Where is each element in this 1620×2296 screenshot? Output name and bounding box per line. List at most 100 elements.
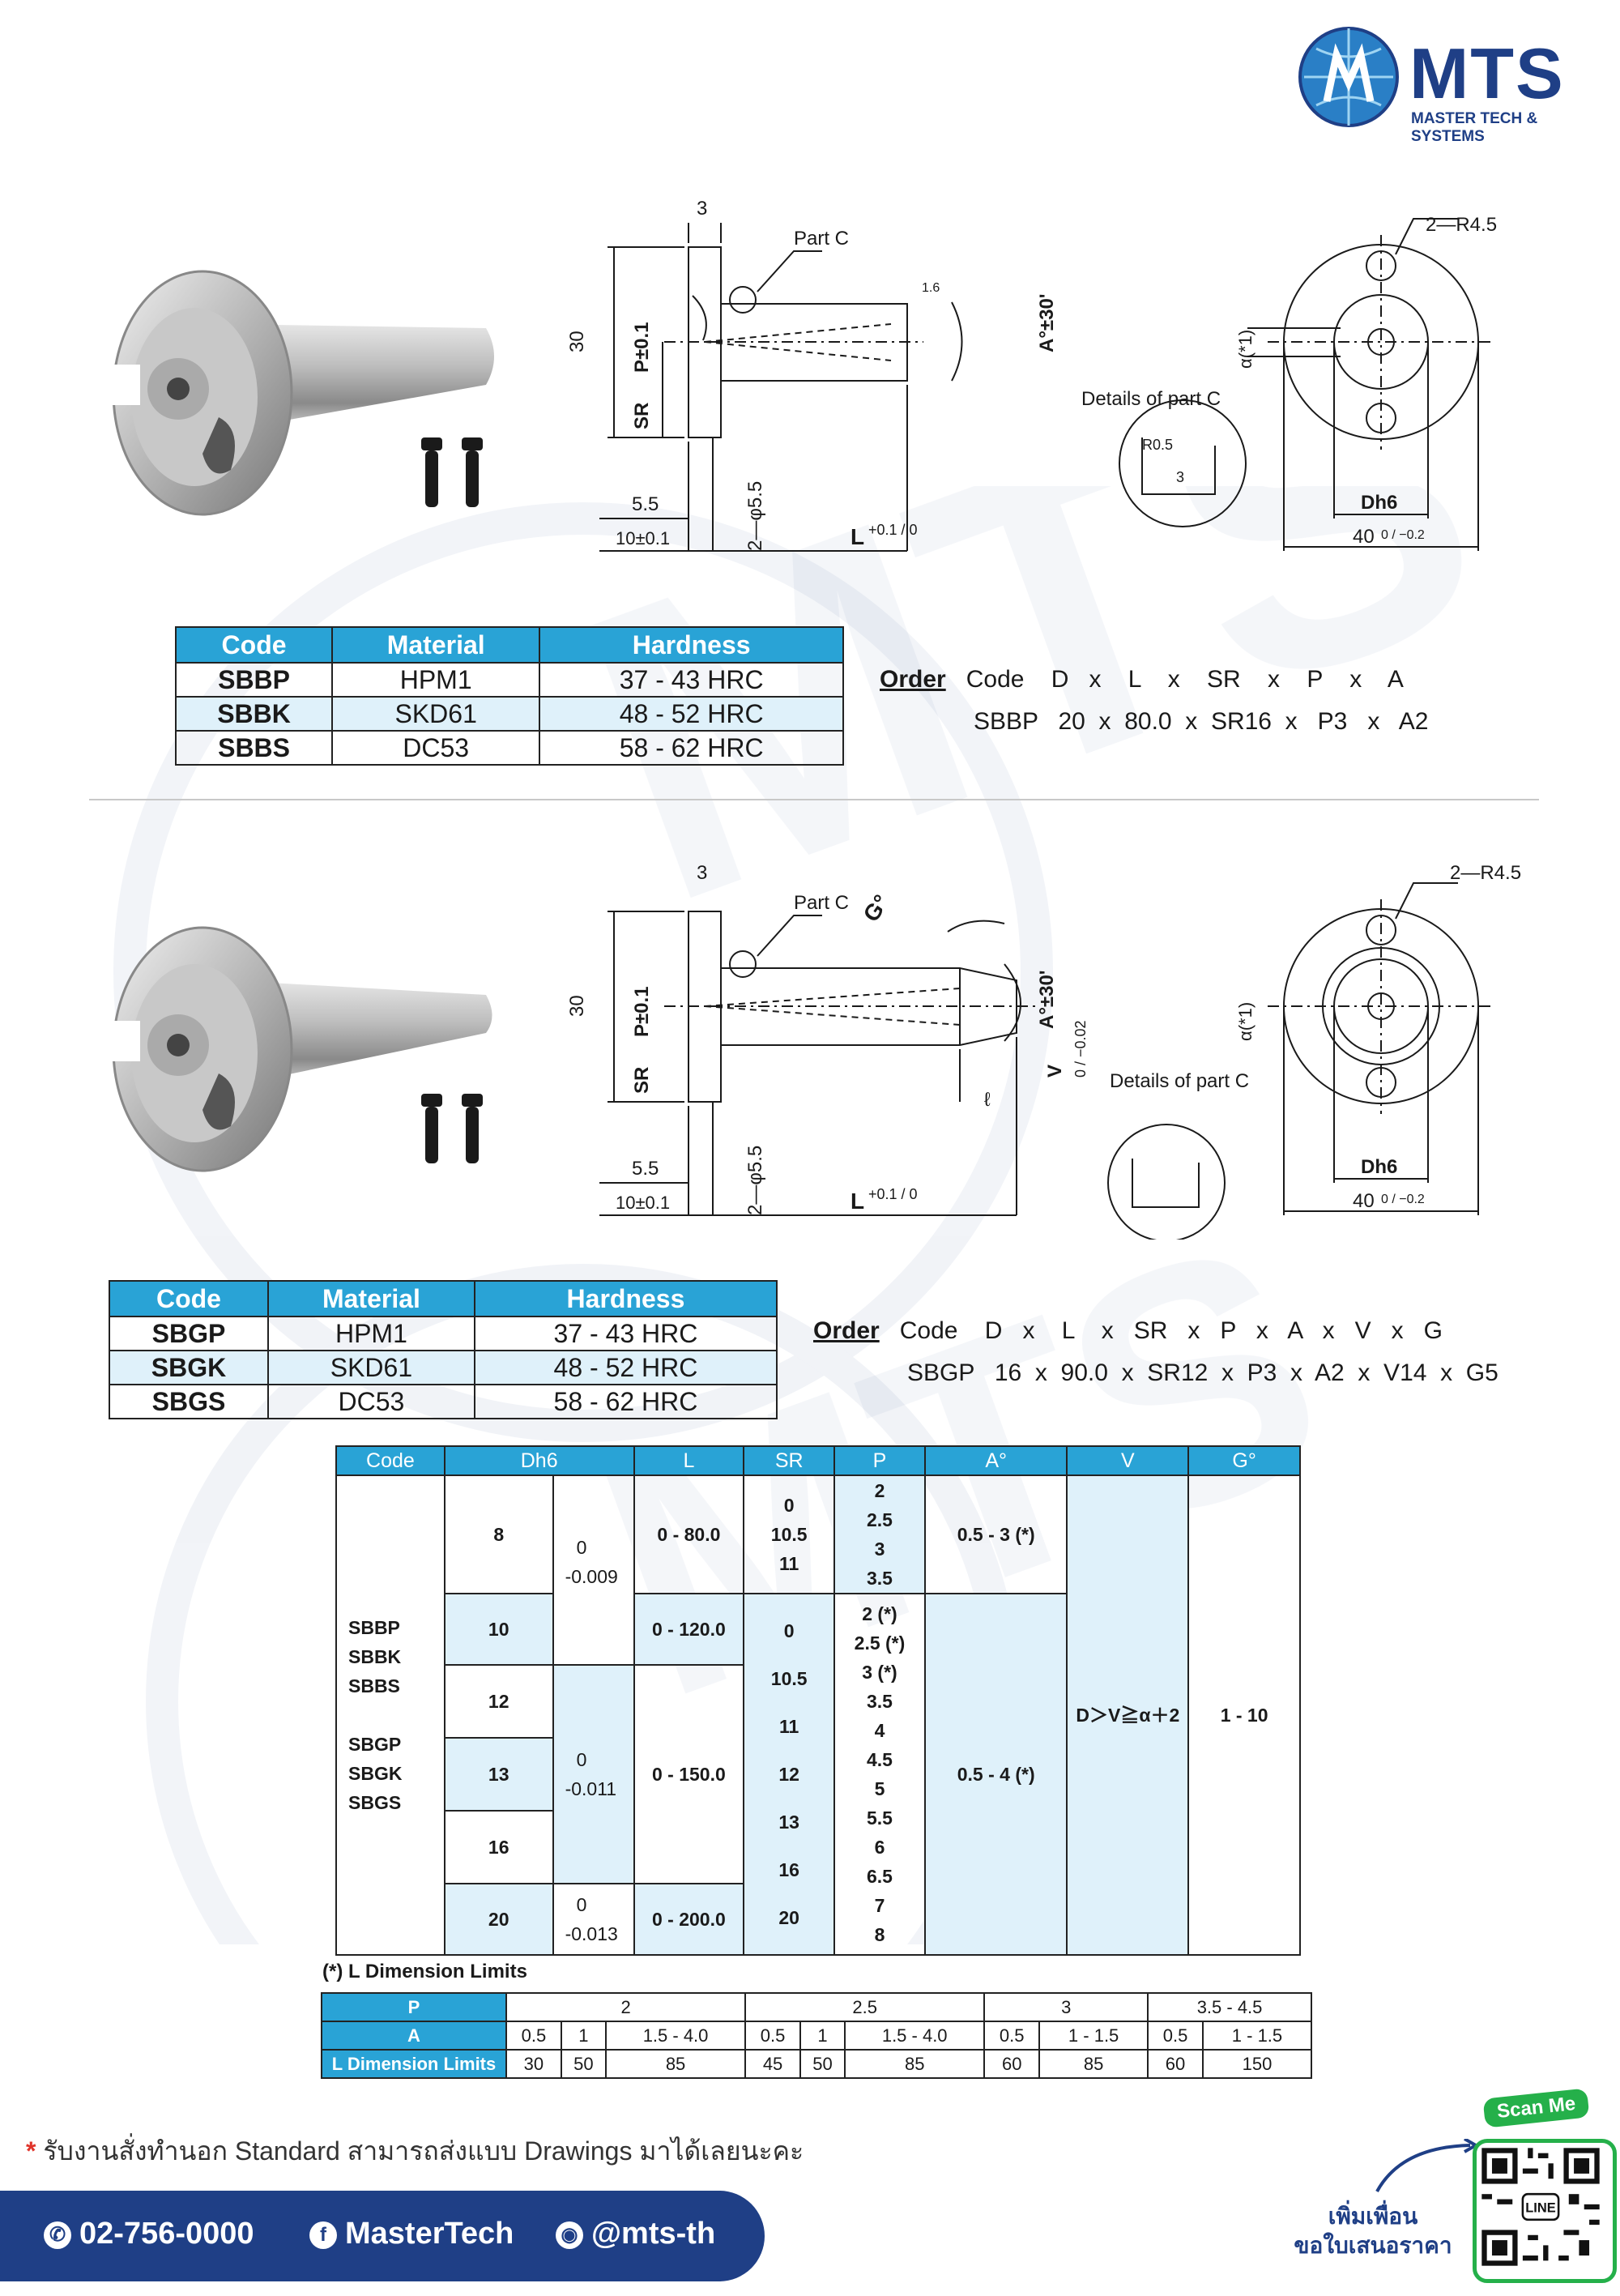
dim-10: 10±0.1 (616, 528, 670, 548)
qr-label: LINE (1525, 2200, 1555, 2215)
p-list: 2 2.5 3 3.5 (833, 1474, 926, 1594)
p-value: 2.5 (744, 1992, 986, 2022)
add-friend-line1: เพิ่มเพื่อน (1328, 2204, 1418, 2229)
product-photo-sbbp (100, 270, 494, 516)
order-sample: SBGP 16 x 90.0 x SR12 x P3 x A2 x V14 x … (907, 1359, 1498, 1386)
dim-30: 30 (566, 331, 588, 352)
dim-40-tol: 0 / −0.2 (1381, 528, 1425, 542)
col-code: Code (335, 1445, 446, 1476)
d-value: 8 (443, 1474, 554, 1594)
table-cell: 37 - 43 HRC (539, 662, 844, 698)
l-value: 45 (744, 2049, 801, 2079)
table-cell: SBGK (109, 1350, 269, 1385)
label-sr: SR (631, 1067, 653, 1094)
l-value: 85 (1038, 2049, 1149, 2079)
p-item: 3 (*) (862, 1662, 897, 1683)
l-range: 0 - 200.0 (633, 1883, 745, 1956)
tol-lower: -0.011 (565, 1778, 617, 1799)
a-value: 0.5 (1147, 2021, 1204, 2051)
brand-logo: MTS MASTER TECH & SYSTEMS (1296, 24, 1596, 145)
note-text: รับงานสั่งทำนอก Standard สามารถส่งแบบ Dr… (43, 2136, 804, 2166)
p-item: 2.5 (*) (854, 1632, 906, 1654)
facebook-icon: f (309, 2221, 337, 2249)
dim-r45: 2—R4.5 (1426, 214, 1497, 236)
code-item: SBGS (348, 1792, 402, 1813)
roughness: 1.6 (922, 281, 940, 295)
sr-list: 0 10.5 11 12 13 16 20 (743, 1593, 836, 1956)
dim-5-5: 5.5 (632, 1158, 659, 1180)
table-cell: SKD61 (266, 1350, 475, 1385)
dim-a: A°±30' (1036, 293, 1058, 352)
code-list: SBBP SBBK SBBS SBGP SBGK SBGS (335, 1474, 446, 1956)
dim-l: L (850, 524, 864, 549)
l-value: 85 (604, 2049, 747, 2079)
order-label: Order (813, 1317, 880, 1344)
l-range: 0 - 80.0 (633, 1474, 745, 1594)
asterisk-icon: * (26, 2136, 36, 2166)
row-header-p: P (321, 1992, 507, 2022)
line-icon: ◉ (556, 2221, 583, 2249)
dim-40: 40 (1353, 526, 1375, 548)
p-item: 4.5 (866, 1749, 893, 1770)
dim-a: A°±30' (1036, 970, 1058, 1029)
line-link[interactable]: ◉ @mts-th (556, 2217, 715, 2251)
col-p: P (833, 1445, 926, 1476)
col-g: G° (1187, 1445, 1301, 1476)
table-cell: 37 - 43 HRC (473, 1316, 778, 1351)
code-item (348, 1701, 444, 1730)
l-value: 30 (505, 2049, 562, 2079)
code-item: SBGP (348, 1734, 402, 1755)
l-value: 60 (983, 2049, 1041, 2079)
v-rule: D＞V≧α＋2 (1066, 1474, 1190, 1956)
dim-phi: 2—φ5.5 (744, 1146, 766, 1215)
custom-order-note: * รับงานสั่งทำนอก Standard สามารถส่งแบบ … (26, 2131, 804, 2172)
line-qr-code[interactable]: LINE (1473, 2139, 1617, 2283)
dim-3-detail: 3 (1176, 469, 1184, 485)
phone-icon: ✆ (44, 2221, 71, 2249)
line-id: @mts-th (591, 2217, 716, 2251)
dim-dh6: Dh6 (1361, 1156, 1397, 1178)
col-a: A° (923, 1445, 1068, 1476)
col-material: Material (331, 626, 541, 664)
sr-item: 11 (779, 1715, 799, 1737)
dim-5-5: 5.5 (632, 493, 659, 515)
d-value: 16 (443, 1810, 554, 1884)
col-code: Code (109, 1280, 269, 1317)
l-value: 50 (560, 2049, 607, 2079)
a-range: 0.5 - 4 (*) (923, 1593, 1068, 1956)
code-item: SBBS (348, 1675, 400, 1696)
l-range: 0 - 150.0 (633, 1664, 745, 1884)
p-item: 8 (874, 1924, 885, 1945)
technical-drawing-sbbp: 3 Part C 30 P±0.1 SR 5.5 10±0.1 2—φ5.5 L… (566, 198, 1497, 552)
dim-ell: ℓ (984, 1089, 991, 1111)
d-value: 20 (443, 1883, 554, 1956)
dim-r05: R0.5 (1142, 437, 1173, 453)
phone-link[interactable]: ✆ 02-756-0000 (44, 2217, 254, 2251)
l-range: 0 - 120.0 (633, 1593, 745, 1666)
col-code: Code (174, 626, 334, 664)
sr-item: 10.5 (770, 1667, 808, 1689)
scan-me-badge: Scan Me (1482, 2088, 1590, 2128)
table-cell: HPM1 (331, 662, 541, 698)
dim-40-tol: 0 / −0.2 (1381, 1193, 1425, 1206)
sr-item: 0 (783, 1495, 795, 1516)
dim-alpha: α(*1) (1235, 1002, 1256, 1041)
l-dimension-limits-table: P 2 2.5 3 3.5 - 4.5 A 0.5 1 1.5 - 4.0 0.… (321, 1992, 1313, 2079)
p-value: 3 (983, 1992, 1149, 2022)
brand-tagline: MASTER TECH & SYSTEMS (1411, 110, 1538, 145)
table-cell: SBGS (109, 1384, 269, 1419)
tol-lower: -0.013 (565, 1923, 618, 1944)
phone-number: 02-756-0000 (79, 2217, 254, 2251)
dim-3: 3 (697, 862, 707, 884)
p-item: 5 (874, 1778, 885, 1799)
dim-30: 30 (566, 995, 588, 1017)
label-part-c: Part C (794, 228, 849, 250)
dim-40: 40 (1353, 1190, 1375, 1212)
sr-item: 12 (778, 1763, 799, 1785)
l-value: 85 (844, 2049, 986, 2079)
code-item: SBBP (348, 1617, 400, 1638)
dim-v: V (1044, 1065, 1066, 1078)
